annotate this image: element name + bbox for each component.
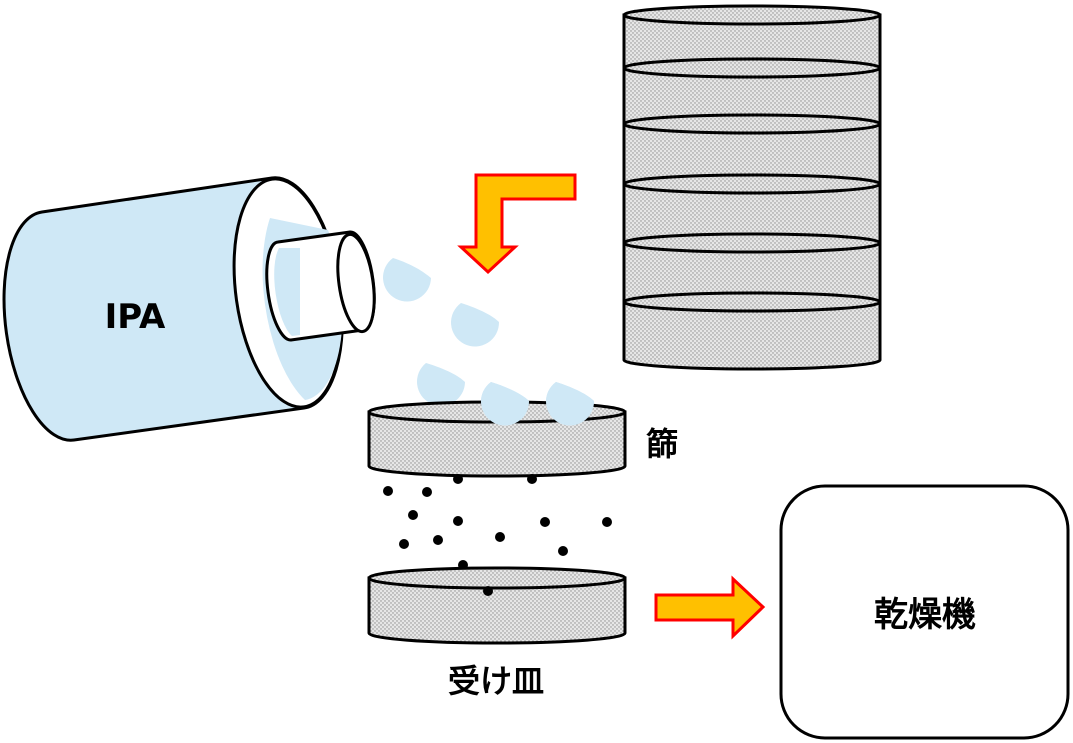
droplet-icon	[546, 382, 595, 426]
droplet-icon	[383, 258, 431, 302]
tray-icon	[367, 566, 627, 645]
dryer-label: 乾燥機	[874, 595, 976, 635]
bottle-label: IPA	[105, 297, 166, 337]
sieve-stack	[622, 4, 882, 371]
particle-icon	[433, 535, 443, 545]
tray-label: 受け皿	[448, 662, 544, 700]
particle-icon	[483, 586, 493, 596]
particle-icon	[495, 532, 505, 542]
sieve-label: 篩	[646, 425, 678, 463]
stack-ring	[622, 113, 882, 135]
bottle-icon: IPA	[2, 176, 376, 442]
particle-icon	[558, 546, 568, 556]
particle-icon	[408, 510, 418, 520]
particle-icon	[453, 516, 463, 526]
dryer-box	[779, 484, 1070, 740]
stack-ring	[622, 232, 882, 254]
particle-icon	[383, 486, 393, 496]
droplet-icon	[451, 303, 500, 347]
particle-icon	[540, 517, 550, 527]
particles	[383, 474, 612, 570]
arrow-right	[654, 575, 766, 640]
stack-ring	[622, 173, 882, 195]
particle-icon	[527, 474, 537, 484]
bent-arrow-down	[457, 173, 577, 275]
droplet-icon	[417, 363, 465, 406]
stack-ring	[622, 291, 882, 313]
stack-ring	[622, 57, 882, 79]
droplet-icon	[481, 382, 530, 426]
particle-icon	[399, 539, 409, 549]
particle-icon	[602, 517, 612, 527]
particle-icon	[422, 487, 432, 497]
particle-icon	[453, 474, 463, 484]
